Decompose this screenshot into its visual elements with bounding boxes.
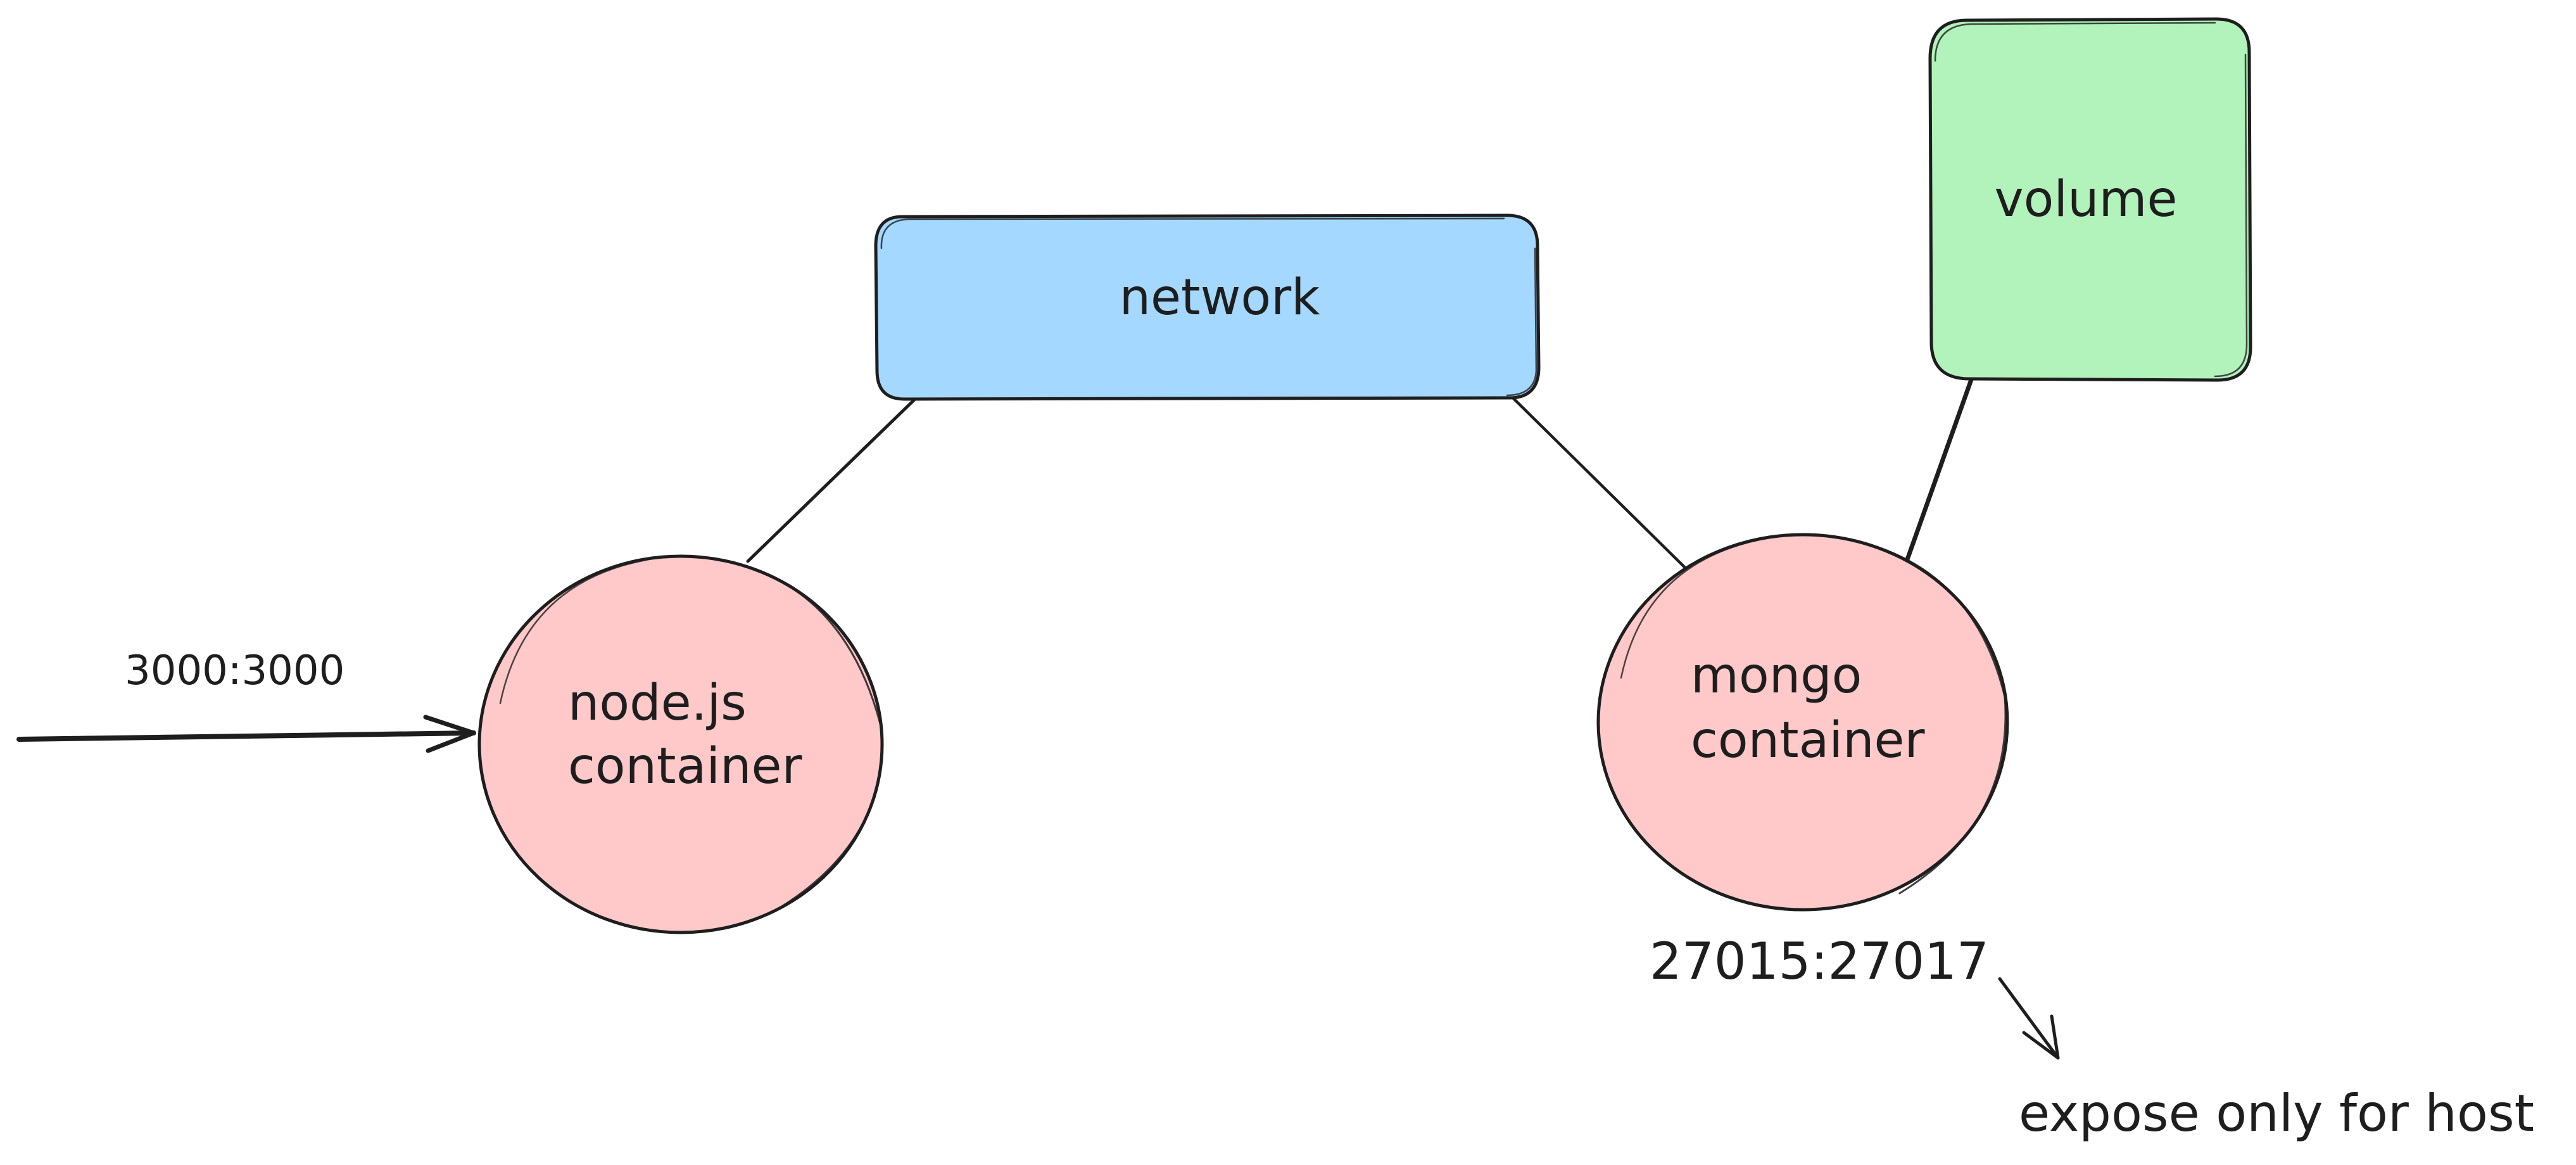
network-to-nodejs-connector [746,396,918,563]
network-label: network [1120,269,1320,326]
host-note-arrow-head [2022,1014,2060,1060]
mongo-container-node[interactable]: mongo container [1596,533,2009,912]
network-node[interactable]: network [874,213,1541,401]
nodejs-container-node[interactable]: node.js container [477,554,884,934]
host-note-label: expose only for host [2019,1084,2534,1143]
incoming-arrow-shaft [16,730,476,742]
mongo-container-label-line2: container [1691,712,1926,769]
network-to-mongo-connector [1509,394,1686,569]
incoming-arrow [16,715,476,753]
incoming-arrow-head [423,715,476,753]
mongo-port-mapping-label: 27015:27017 [1650,932,1989,991]
volume-label: volume [1995,171,2178,228]
connectors [746,370,1976,569]
host-note-arrow-shaft [1998,977,2060,1060]
nodejs-container-label-line2: container [568,738,803,795]
host-note-arrow [1998,977,2060,1060]
mongo-container-circle [1596,533,2009,912]
mongo-container-label-line1: mongo [1691,647,1862,704]
nodejs-container-label-line1: node.js [568,675,747,732]
nodejs-port-mapping-label: 3000:3000 [125,647,344,694]
volume-to-mongo-connector [1904,370,1976,564]
volume-node[interactable]: volume [1928,17,2252,382]
volume-box [1928,17,2252,382]
network-box [874,213,1541,401]
